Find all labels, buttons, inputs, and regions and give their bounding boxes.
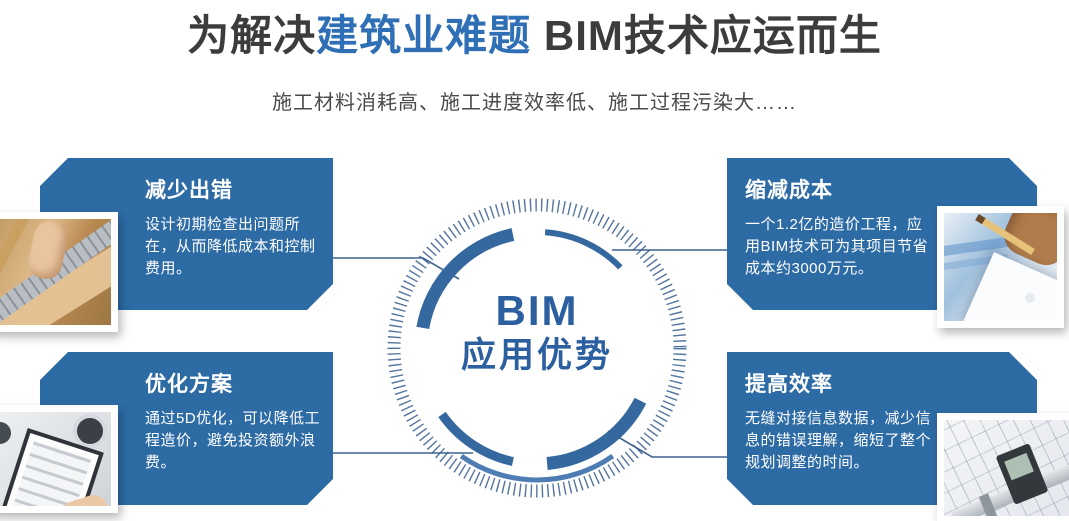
document-lines-shape bbox=[10, 440, 92, 506]
card-cut-costs-title: 缩减成本 bbox=[745, 179, 833, 202]
card-improve-efficiency-body: 无缝对接信息数据，减少信息的错误理解，缩短了整个规划调整的时间。 bbox=[745, 410, 932, 471]
page-title: 为解决建筑业难题 BIM技术应运而生 bbox=[0, 10, 1069, 62]
connector-top-left bbox=[333, 257, 460, 280]
button-dot-shape bbox=[1025, 293, 1035, 303]
card-cut-costs-body: 一个1.2亿的造价工程，应用BIM技术可为其项目节省成本约3000万元。 bbox=[745, 216, 929, 277]
arc-bottom-right bbox=[546, 397, 647, 470]
arc-outer-bottom bbox=[459, 454, 615, 483]
pencil-shape bbox=[0, 219, 29, 282]
photo-pencil-blueprints-image bbox=[944, 213, 1057, 321]
caliper-screen-shape bbox=[1004, 452, 1034, 481]
photo-caliper-drawings bbox=[937, 413, 1069, 521]
coffee-cup-shape bbox=[77, 418, 103, 444]
photo-tablet-review bbox=[0, 405, 118, 513]
photo-caliper-drawings-image bbox=[944, 420, 1069, 516]
page-subtitle: 施工材料消耗高、施工进度效率低、施工过程污染大…… bbox=[272, 92, 797, 114]
center-badge-line2: 应用优势 bbox=[460, 336, 613, 375]
photo-hands-measuring-wood bbox=[0, 212, 118, 332]
card-reduce-errors-title: 减少出错 bbox=[145, 179, 233, 202]
photo-hands-measuring-wood-image bbox=[0, 219, 111, 325]
card-improve-efficiency-title: 提高效率 bbox=[745, 373, 833, 396]
page-title-prefix: 为解决 bbox=[187, 12, 317, 59]
card-optimize-plan-body: 通过5D优化，可以降低工程造价，避免投资额外浪费。 bbox=[145, 410, 321, 471]
center-badge: BIM 应用优势 bbox=[437, 288, 637, 378]
page-title-suffix: BIM技术应运而生 bbox=[531, 12, 882, 59]
photo-pencil-blueprints bbox=[937, 206, 1064, 328]
page-title-highlight: 建筑业难题 bbox=[316, 12, 532, 59]
connector-bottom-right bbox=[607, 430, 727, 458]
center-badge-line1: BIM bbox=[495, 287, 579, 334]
card-reduce-errors-body: 设计初期检查出问题所在，从而降低成本和控制费用。 bbox=[145, 216, 316, 277]
card-optimize-plan-title: 优化方案 bbox=[145, 373, 233, 396]
photo-tablet-review-image bbox=[0, 412, 111, 506]
coffee-cup-shape bbox=[0, 422, 11, 444]
card-reduce-errors: 减少出错 设计初期检查出问题所在，从而降低成本和控制费用。 bbox=[40, 158, 333, 310]
arc-top-right bbox=[544, 229, 623, 270]
arc-bottom-left bbox=[438, 411, 514, 466]
